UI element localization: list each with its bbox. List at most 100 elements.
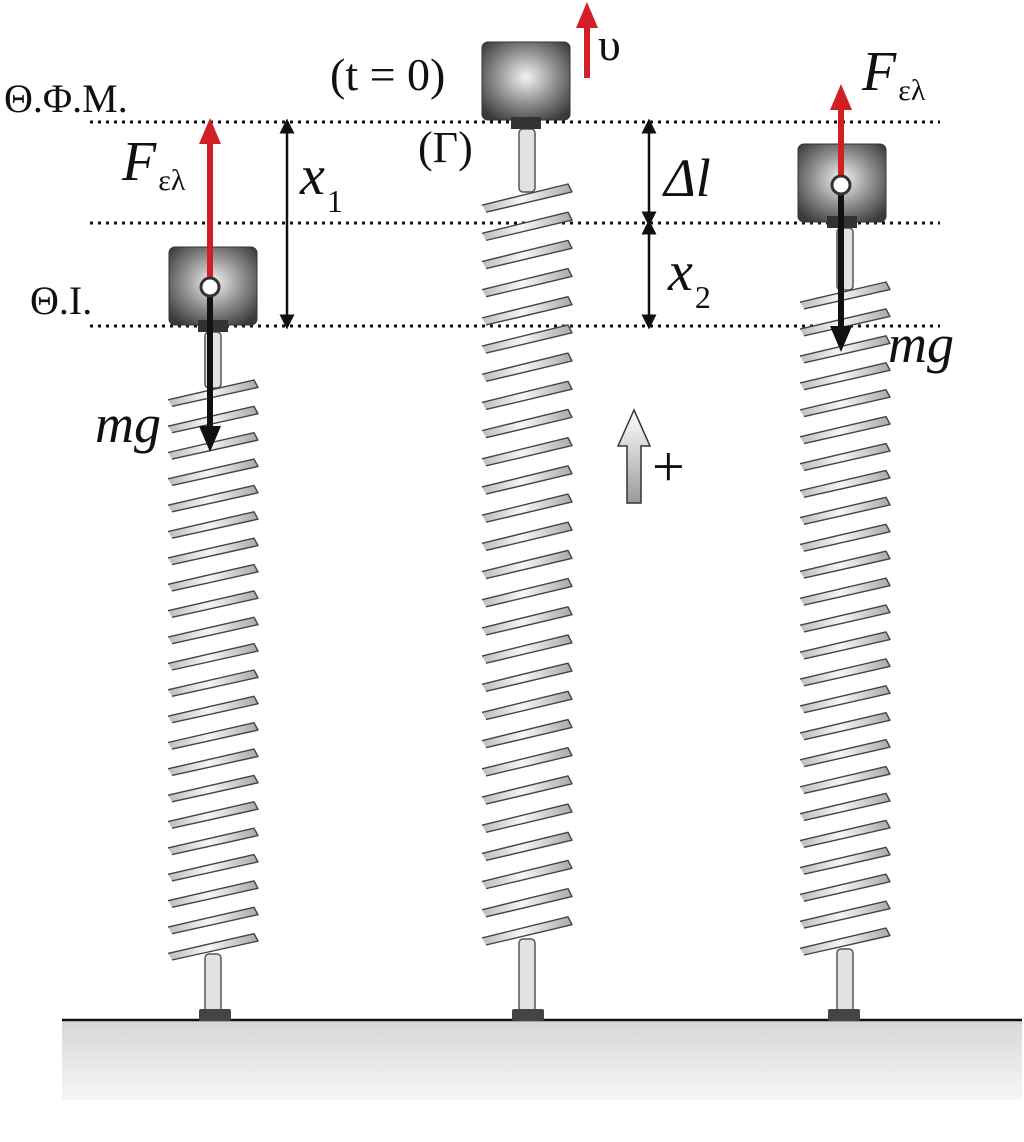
spring-coil [481,606,573,636]
spring-coil [799,819,891,849]
spring-base-left [199,1009,231,1021]
spring-coil [481,493,573,523]
elastic-force-arrow-left [199,118,221,282]
spring-coil [167,853,259,882]
positive-direction-label: + [652,434,685,499]
spring-coil [481,267,573,298]
spring-coil [799,604,891,633]
spring-right [799,227,891,1013]
x2-label: x2 [667,241,711,315]
spring-coil [167,642,259,671]
spring-coil [167,458,259,487]
spring-coil [799,631,891,660]
spring-coil [167,590,259,618]
velocity-label: υ [598,19,621,70]
spring-coil [799,873,891,902]
weight-label-left: mg [95,394,161,454]
spring-coil [799,442,891,472]
spring-coil [799,900,891,929]
spring-coil [799,550,891,579]
spring-coil [167,511,259,539]
spring-coil [799,523,891,552]
spring-coil [481,577,573,608]
spring-coil [481,775,573,805]
spring-coil [799,415,891,445]
spring-coil [481,436,573,467]
spring-coil [481,690,573,721]
spring-coil [481,183,573,213]
spring-coil [481,887,573,918]
spring-coil [481,408,573,439]
spring-coil [799,712,891,741]
time-zero-label: (t = 0) [330,49,445,100]
spring-coil [799,765,891,795]
spring-coil [799,362,891,391]
spring-rod-bottom [518,938,536,1013]
weight-arrow-right [830,190,852,352]
spring-coil [481,803,573,833]
spring-coil [799,577,891,606]
block-middle [481,41,571,129]
spring-coil [167,774,259,803]
ground [62,1020,1022,1100]
spring-coil [481,239,573,270]
spring-coil [167,827,259,856]
spring-coil [167,484,259,513]
spring-coil [481,831,573,862]
spring-base-middle [512,1009,544,1021]
spring-coil [481,521,573,552]
spring-coil [799,792,891,822]
center-of-mass-left [199,276,221,298]
spring-coil [481,549,573,580]
spring-coil [481,662,573,693]
spring-rod-bottom [204,953,222,1013]
natural-length-label: Θ.Φ.Μ. [4,76,128,121]
spring-coil [167,563,259,592]
spring-coil [481,859,573,890]
center-of-mass-right [830,174,852,196]
spring-coil [167,801,259,829]
spring-coil [481,380,573,411]
spring-coil [799,496,891,525]
spring-coil [167,880,259,908]
spring-base-right [828,1009,860,1021]
spring-coil [167,537,259,566]
spring-rod-bottom [836,948,854,1013]
spring-coil [799,846,891,875]
spring-rod-top [518,128,536,193]
spring-coil [167,695,259,724]
spring-coil [167,748,259,777]
body-label: (Γ) [418,123,473,172]
spring-coil [481,324,573,354]
spring-coil [481,296,573,326]
spring-coil [481,916,573,946]
weight-label-right: mg [888,314,954,374]
x1-label: x1 [299,145,343,219]
spring-coil [799,388,891,418]
elastic-force-arrow-right [830,84,852,180]
spring-coil [799,738,891,768]
spring-coil [167,932,259,961]
spring-coil [799,658,891,687]
spring-coil [481,718,573,749]
delta-l-label: Δl [662,148,711,208]
spring-coil [481,465,573,495]
spring-coil [481,352,573,382]
spring-coil [799,927,891,956]
spring-left [167,331,259,1013]
spring-coil [481,211,573,242]
positive-direction-arrow [616,408,652,504]
velocity-arrow [576,2,598,78]
elastic-force-label-right: Fελ [861,41,926,107]
spring-coil [481,634,573,664]
spring-coil [167,669,259,698]
spring-coil [481,747,573,777]
spring-middle [481,128,573,1013]
spring-coil [799,685,891,714]
equilibrium-label: Θ.Ι. [30,278,92,323]
spring-coil [167,616,259,645]
spring-coil [799,469,891,499]
spring-coil [167,722,259,750]
